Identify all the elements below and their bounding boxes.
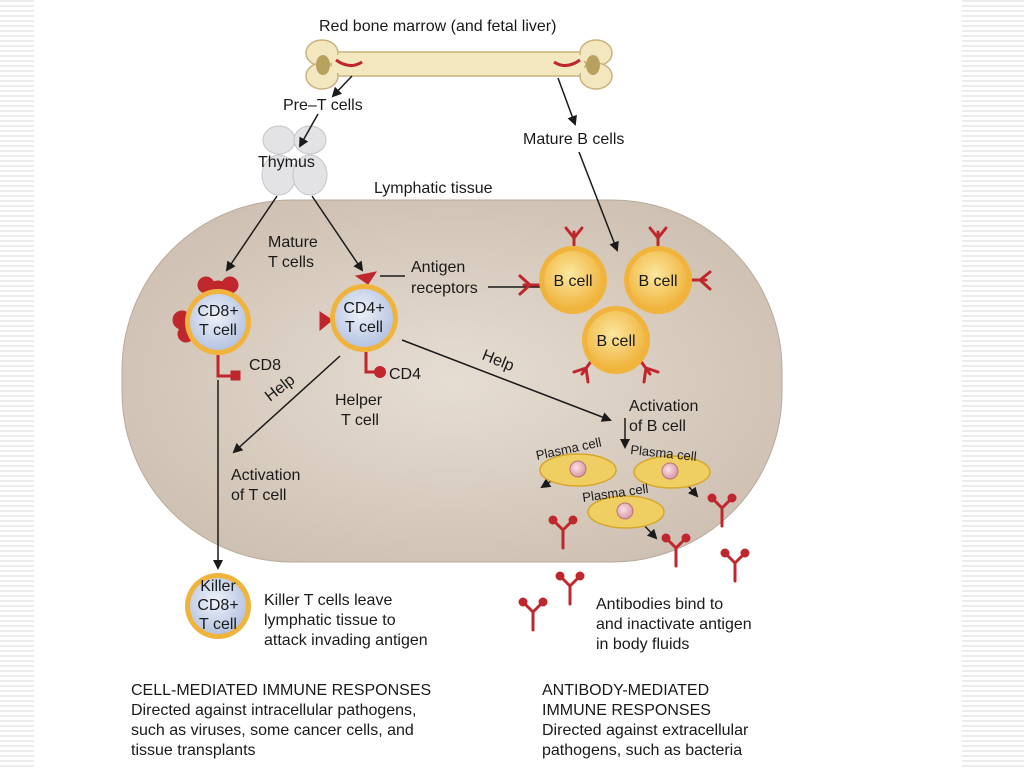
killer-label-line1: Killer [200,578,236,595]
cell-mediated-desc-line3: tissue transplants [131,742,256,759]
antibody-mediated-desc-line1: Directed against extracellular [542,722,749,739]
cd4-marker-icon [374,366,386,378]
arrow-thymus-to-cd4 [311,195,364,272]
b-cell-left-label: B cell [553,273,592,290]
cell-mediated-desc-line2: such as viruses, some cancer cells, and [131,722,414,739]
antibody-icon [720,548,750,583]
arrow-help-to-activation-b [401,339,612,422]
cd8-cell-label-line2: T cell [199,322,237,339]
cd8-marker-icon [230,370,241,381]
antibody-desc-line1: Antibodies bind to [596,596,723,613]
activation-b-label-line2: of B cell [629,418,686,435]
pre-t-cells-label: Pre–T cells [283,97,363,114]
killer-t-cell: Killer CD8+ T cell [185,573,251,639]
b-cell-bottom-label: B cell [596,333,635,350]
lymphatic-tissue-region [121,199,783,563]
antibody-icons [518,493,750,632]
antibody-icon [707,493,737,528]
killer-desc-line2: lymphatic tissue to [264,612,396,629]
antibody-desc-line3: in body fluids [596,636,689,653]
helper-t-cell-label-line1: Helper [335,392,383,409]
antibody-icon [548,515,578,550]
plasma-cell-2-label: Plasma cell [630,442,698,464]
helper-t-cell-label-line2: T cell [341,412,379,429]
cd4-label: CD4 [389,366,421,383]
cell-mediated-desc-line1: Directed against intracellular pathogens… [131,702,417,719]
lymphatic-tissue-label: Lymphatic tissue [374,180,493,197]
arrow-bone-to-pre-t [331,75,353,98]
arrow-bone-to-b [557,77,577,126]
activation-t-label-line1: Activation [231,467,300,484]
arrow-mature-b-to-bcell [578,151,619,252]
killer-desc-line3: attack invading antigen [264,632,428,649]
activation-t-label-line2: of T cell [231,487,286,504]
bone-icon [305,39,613,90]
antibody-icon [518,597,548,632]
killer-desc-line1: Killer T cells leave [264,592,392,609]
antibody-mediated-desc-line2: pathogens, such as bacteria [542,742,742,759]
cd8-t-cell: CD8+ T cell [172,276,251,381]
antibody-desc-line2: and inactivate antigen [596,616,752,633]
activation-b-label-line1: Activation [629,398,698,415]
left-margin-stripes [0,0,34,768]
b-cell-right-label: B cell [638,273,677,290]
antigen-receptors-label-line1: Antigen [411,259,465,276]
plasma-cell-2: Plasma cell [630,442,711,489]
antibody-mediated-title-line1: ANTIBODY-MEDIATED [542,682,709,699]
killer-label-line3: T cell [199,616,237,633]
antibody-icon [555,571,585,606]
arrow-thymus-to-cd8 [225,195,278,272]
mature-t-cells-label-line2: T cells [268,254,314,271]
antibody-icon [661,533,691,568]
cd4-cell-label-line1: CD4+ [343,300,384,317]
thymus-label: Thymus [258,154,315,171]
cd8-cell-label-line1: CD8+ [197,303,238,320]
arrow-pre-t-to-thymus [299,113,319,148]
cd8-label: CD8 [249,357,281,374]
b-cell-left: B cell [518,226,607,314]
b-cell-right: B cell [624,226,712,314]
cd4-t-cell: CD4+ T cell [319,271,398,378]
antibody-mediated-title-line2: IMMUNE RESPONSES [542,702,711,719]
mature-b-cells-label: Mature B cells [523,131,624,148]
mature-t-cells-label-line1: Mature [268,234,318,251]
antigen-receptors-label-line2: receptors [411,280,478,297]
cd4-cell-label-line2: T cell [345,319,383,336]
bone-marrow-label: Red bone marrow (and fetal liver) [319,18,556,35]
arrow-help-to-activation-t [232,355,341,454]
killer-label-line2: CD8+ [197,597,238,614]
right-margin-stripes [962,0,1024,768]
b-cell-bottom: B cell [572,306,660,384]
cell-mediated-title: CELL-MEDIATED IMMUNE RESPONSES [131,682,431,699]
